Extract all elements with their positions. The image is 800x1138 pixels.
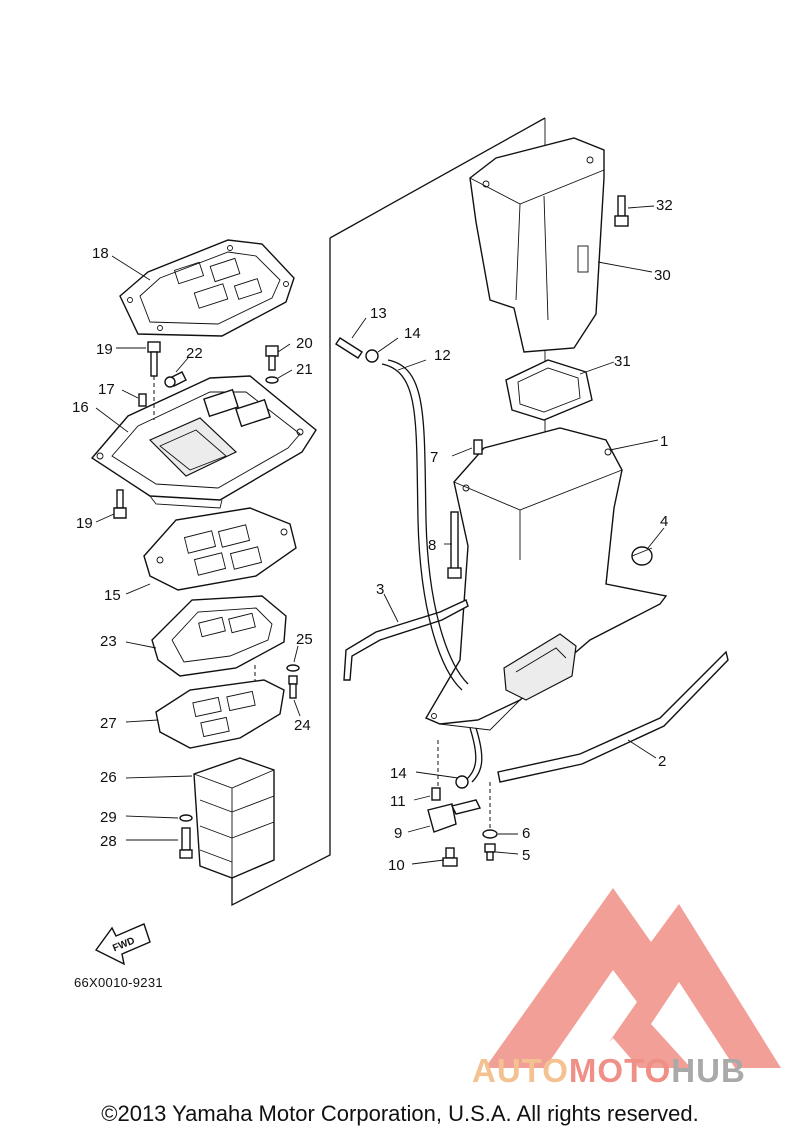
callout-27: 27 [100, 715, 117, 732]
callout-4: 4 [660, 513, 668, 530]
part-5-bolt [484, 843, 496, 861]
part-2-seal-strip [497, 650, 729, 783]
part-21-washer [265, 376, 279, 384]
callout-3: 3 [376, 581, 384, 598]
part-6-washer [482, 829, 498, 839]
part-17-dowel-pin [138, 393, 147, 407]
part-31-seal [505, 359, 593, 421]
callout-20: 20 [296, 335, 313, 352]
callout-31: 31 [614, 353, 631, 370]
callout-8: 8 [428, 537, 436, 554]
callout-23: 23 [100, 633, 117, 650]
part-24-bolt [288, 675, 298, 699]
part-10-bolt [442, 847, 458, 867]
forward-arrow-icon: FWD [94, 923, 151, 966]
callout-12: 12 [434, 347, 451, 364]
callout-29: 29 [100, 809, 117, 826]
part-9-water-inlet [427, 799, 482, 833]
part-11-pin [431, 787, 441, 801]
callout-16: 16 [72, 399, 89, 416]
part-25-washer [286, 664, 300, 672]
part-29-washer [179, 814, 193, 822]
drawing-code: 66X0010-9231 [74, 975, 163, 990]
callout-24: 24 [294, 717, 311, 734]
callout-5: 5 [522, 847, 530, 864]
callout-32: 32 [656, 197, 673, 214]
part-27-gasket [155, 679, 285, 749]
part-12-hose [381, 359, 483, 783]
part-1-lower-casing [424, 427, 668, 731]
part-22-fitting [164, 371, 187, 388]
callout-2: 2 [658, 753, 666, 770]
part-3-seal-strip [343, 599, 469, 681]
callout-1: 1 [660, 433, 668, 450]
callout-11: 11 [390, 793, 406, 810]
callout-15: 15 [104, 587, 121, 604]
callout-9: 9 [394, 825, 402, 842]
callout-17: 17 [98, 381, 115, 398]
callout-25: 25 [296, 631, 313, 648]
callout-13: 13 [370, 305, 387, 322]
automotohub-wordmark: AUTOMOTOHUB [472, 1052, 746, 1089]
callout-19-upper: 19 [96, 341, 113, 358]
part-13-fitting [335, 337, 363, 359]
part-14-clamp-upper [365, 349, 379, 363]
part-4-grommet [631, 546, 653, 566]
callout-18: 18 [92, 245, 109, 262]
part-18-gasket [119, 239, 295, 337]
copyright-notice: ©2013 Yamaha Motor Corporation, U.S.A. A… [101, 1101, 699, 1126]
automotohub-logo [485, 888, 781, 1068]
part-30-upper-casing [469, 137, 605, 353]
part-23-plate [151, 595, 287, 690]
callout-14-lower: 14 [390, 765, 407, 782]
part-14-clamp-lower [455, 775, 469, 789]
callout-22: 22 [186, 345, 203, 362]
part-7-dowel [473, 439, 483, 455]
part-32-bolt [614, 195, 629, 227]
leader-lines [95, 205, 665, 865]
callout-21: 21 [296, 361, 313, 378]
part-8-bolt [447, 511, 462, 579]
callout-28: 28 [100, 833, 117, 850]
callout-26: 26 [100, 769, 117, 786]
callout-19-lower: 19 [76, 515, 93, 532]
part-16-exhaust-guide [90, 375, 317, 509]
callout-14-upper: 14 [404, 325, 421, 342]
part-20-bolt [265, 345, 279, 371]
part-19-bolt-upper [147, 341, 161, 420]
callout-7: 7 [430, 449, 438, 466]
callout-labels: 1 2 3 4 5 6 7 8 9 10 11 12 13 14 14 15 1… [72, 197, 673, 874]
callout-10: 10 [388, 857, 405, 874]
callout-30: 30 [654, 267, 671, 284]
part-19-bolt-lower [113, 489, 127, 519]
part-28-bolt [179, 827, 193, 859]
left-assembly-boundary [231, 117, 546, 907]
part-15-gasket [143, 507, 297, 591]
part-26-muffler [193, 757, 275, 879]
callout-6: 6 [522, 825, 530, 842]
